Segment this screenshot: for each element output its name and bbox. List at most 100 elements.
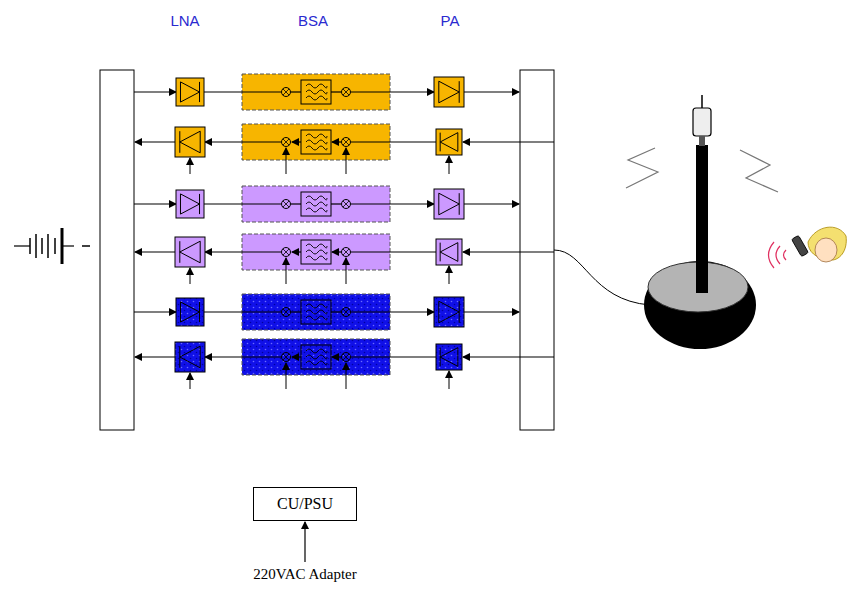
wire	[14, 245, 30, 246]
mixer-cross	[283, 201, 289, 207]
signal-arrow	[351, 203, 434, 204]
filter-wave	[306, 134, 327, 138]
pa-triangle	[439, 81, 459, 103]
signal-arrow	[292, 356, 301, 357]
signal-arrow	[135, 356, 175, 357]
lna-triangle	[180, 131, 200, 153]
filter-wave	[306, 256, 327, 260]
mixer-symbol	[282, 353, 291, 362]
signal-arrow	[304, 522, 305, 562]
pa-box	[436, 344, 462, 370]
filter-symbol	[301, 300, 331, 324]
phone-wave	[769, 242, 775, 268]
signal-arrow	[449, 266, 450, 284]
filter-wave	[306, 361, 327, 365]
signal-line	[331, 91, 341, 92]
signal-arrow	[286, 363, 287, 389]
filter-wave	[306, 146, 327, 150]
mixer-cross	[343, 89, 349, 95]
lna-bar	[179, 131, 180, 153]
pa-triangle	[439, 193, 459, 215]
mixer-cross	[343, 139, 349, 145]
pa-bar	[440, 243, 441, 262]
mixer-cross	[283, 89, 289, 95]
lna-box	[175, 237, 205, 267]
mixer-cross	[283, 89, 289, 95]
mixer-cross	[343, 354, 349, 360]
pa-triangle	[440, 243, 458, 262]
battery-plate	[29, 238, 31, 254]
mixer-cross	[343, 249, 349, 255]
signal-arrow	[463, 356, 554, 357]
combiner-bar	[100, 70, 134, 430]
signal-arrow	[449, 156, 450, 174]
signal-arrow	[464, 91, 519, 92]
column-heading: PA	[441, 12, 460, 29]
phone-wave	[776, 246, 780, 264]
signal-line	[204, 91, 281, 92]
signal-arrow	[346, 363, 347, 389]
pa-triangle	[439, 301, 459, 323]
signal-line	[291, 91, 301, 92]
filter-wave	[306, 349, 327, 353]
mixer-cross	[343, 89, 349, 95]
mixer-symbol	[282, 200, 291, 209]
pa-box	[434, 77, 464, 107]
mixer-cross	[343, 201, 349, 207]
column-heading: LNA	[170, 12, 199, 29]
filter-wave	[306, 84, 327, 88]
lna-bar	[179, 346, 180, 368]
filter-wave	[306, 310, 327, 314]
box-text: CU/PSU	[277, 495, 333, 513]
pa-bar	[459, 81, 460, 103]
filter-wave	[306, 250, 327, 254]
lna-triangle	[180, 82, 199, 102]
pa-box	[434, 297, 464, 327]
filter-wave	[306, 196, 327, 200]
signal-arrow	[346, 148, 347, 174]
signal-arrow	[190, 373, 191, 389]
lna-box	[176, 190, 204, 218]
mixer-symbol	[282, 248, 291, 257]
lna-triangle	[180, 194, 199, 214]
column-heading: BSA	[298, 12, 328, 29]
mixer-cross	[283, 354, 289, 360]
signal-line	[291, 203, 301, 204]
mixer-cross	[283, 139, 289, 145]
mixer-symbol	[342, 248, 351, 257]
signal-arrow	[292, 141, 301, 142]
mixer-cross	[283, 309, 289, 315]
mixer-cross	[283, 201, 289, 207]
battery-plate	[35, 234, 37, 258]
signal-arrow	[134, 203, 176, 204]
pa-bar	[459, 193, 460, 215]
mixer-cross	[343, 309, 349, 315]
lna-box	[175, 127, 205, 157]
mixer-symbol	[342, 88, 351, 97]
signal-arrow	[351, 91, 434, 92]
filter-wave	[306, 208, 327, 212]
signal-line	[204, 203, 281, 204]
mixer-symbol	[282, 88, 291, 97]
mixer-symbol	[282, 138, 291, 147]
pa-bar	[440, 133, 441, 152]
battery-plate	[54, 238, 56, 254]
battery-plate	[47, 234, 49, 258]
signal-line	[351, 356, 436, 357]
lna-bar	[199, 82, 200, 102]
filter-wave	[306, 140, 327, 144]
antenna-cable	[554, 250, 650, 305]
mixer-cross	[283, 354, 289, 360]
signal-arrow	[190, 158, 191, 174]
pa-triangle	[440, 133, 458, 152]
wire	[82, 245, 90, 247]
person-face	[815, 238, 837, 262]
signal-arrow	[464, 311, 519, 312]
lna-box	[175, 342, 205, 372]
pa-triangle	[440, 348, 458, 367]
signal-line	[331, 203, 341, 204]
radio-wave	[626, 148, 658, 188]
signal-arrow	[135, 141, 175, 142]
filter-wave	[306, 316, 327, 320]
